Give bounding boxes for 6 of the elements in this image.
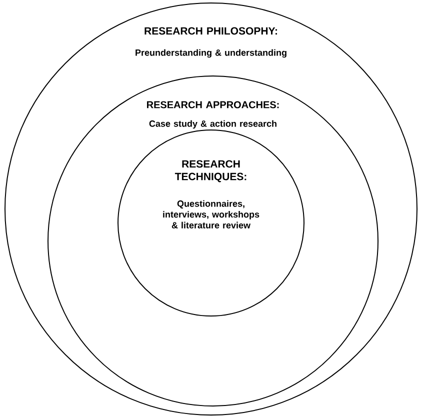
circle-text: Case study & action research [149, 120, 276, 129]
circle-heading: RESEARCH PHILOSOPHY: [144, 27, 277, 35]
circle-text: Preunderstanding & understanding [136, 49, 286, 58]
circle-heading: RESEARCH APPROACHES: [147, 101, 279, 108]
circle-text: Questionnaires, interviews, workshops & literature review [163, 200, 260, 228]
circle-heading: RESEARCH TECHNIQUES: [174, 160, 246, 182]
